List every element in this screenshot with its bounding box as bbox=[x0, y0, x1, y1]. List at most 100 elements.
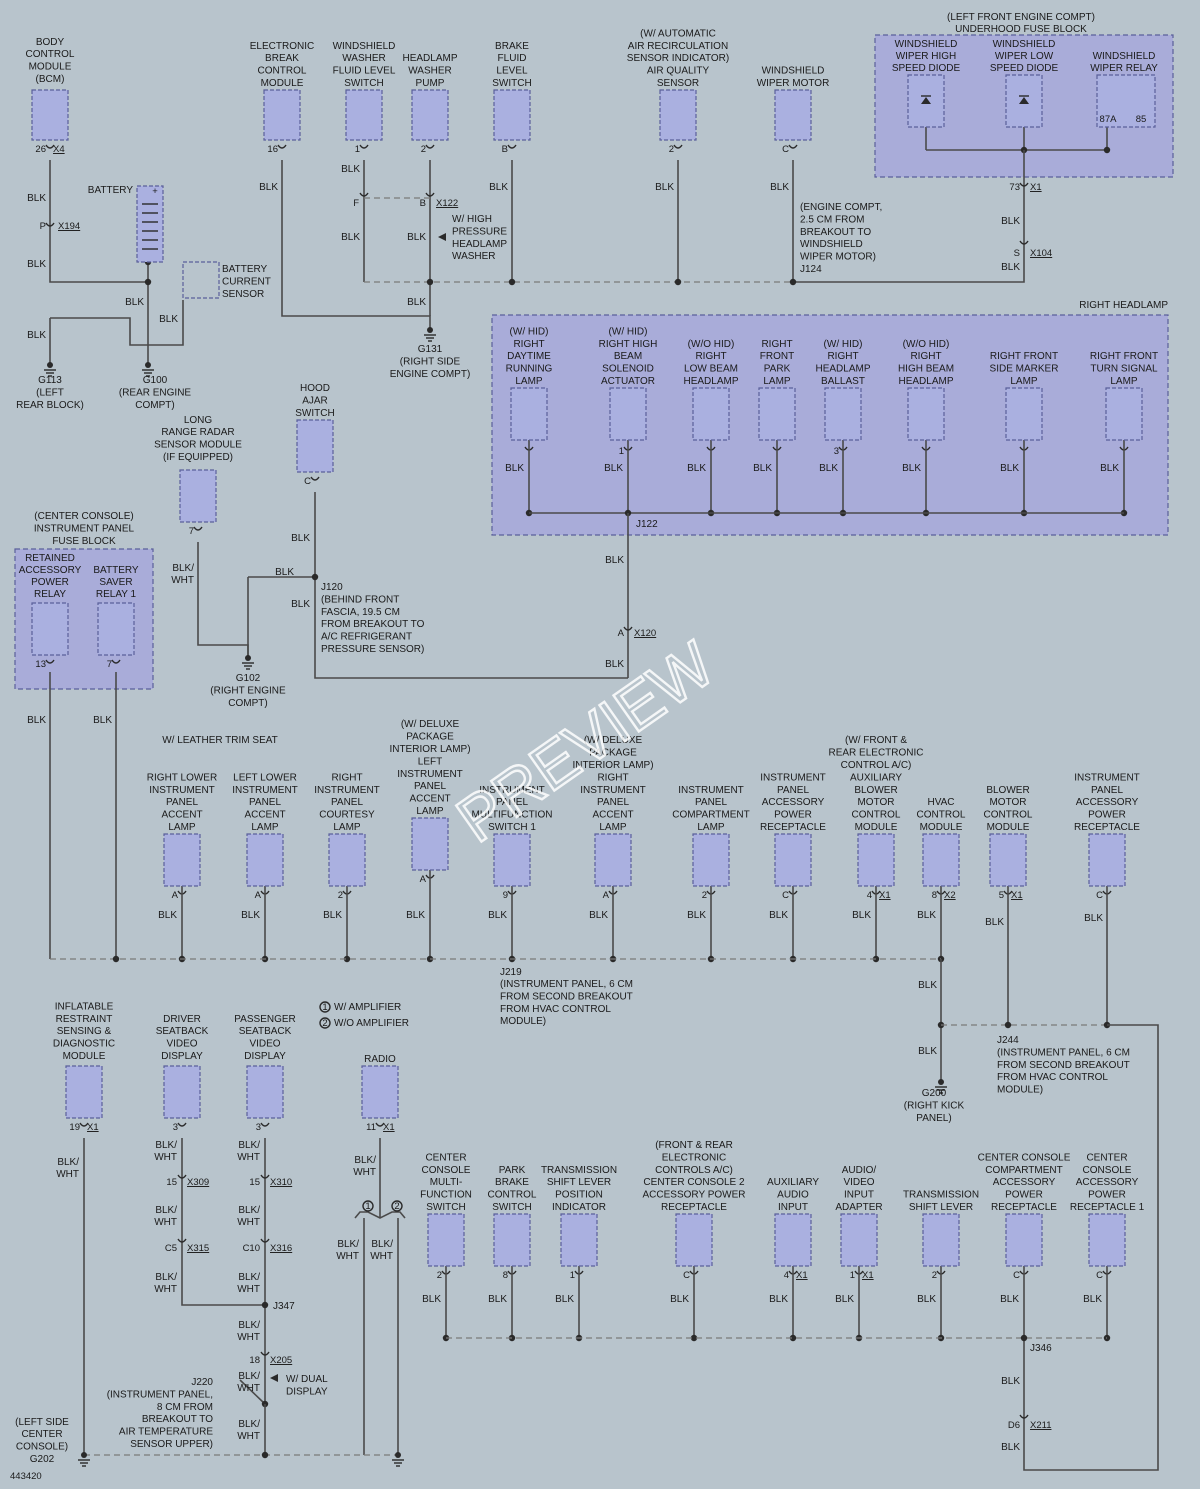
connector-mark bbox=[111, 659, 121, 664]
component-label-dsvd: DRIVER bbox=[163, 1014, 201, 1025]
ground-label-g200: PANEL) bbox=[916, 1113, 951, 1124]
components-layer bbox=[31, 74, 1156, 1267]
wire-color-label: BLK bbox=[1000, 463, 1019, 474]
component-label-llip: INSTRUMENT bbox=[232, 785, 298, 796]
component-ipapr bbox=[774, 833, 812, 887]
component-bmcm bbox=[989, 833, 1027, 887]
connector-mark bbox=[177, 1174, 187, 1179]
component-label-hl2: (W/ HID) bbox=[609, 326, 648, 337]
component-label-wwr: WINDSHIELD bbox=[1093, 51, 1156, 62]
component-bfl bbox=[493, 89, 531, 141]
pin-label: 3 bbox=[256, 1122, 261, 1133]
splice-label-j219: (INSTRUMENT PANEL, 6 CM bbox=[500, 979, 633, 990]
component-label-pbcs: CONTROL bbox=[488, 1190, 537, 1201]
component-label-avia: INPUT bbox=[844, 1190, 874, 1201]
component-label-irsdm: INFLATABLE bbox=[55, 1001, 114, 1012]
component-label-hl2: ACTUATOR bbox=[601, 376, 655, 387]
splice-label-j346: J346 bbox=[1030, 1343, 1052, 1354]
component-label-rapr: RELAY bbox=[34, 589, 66, 600]
wire-color-label: WHT bbox=[237, 1217, 260, 1228]
connector-label: X1 bbox=[383, 1122, 395, 1133]
wire-color-label: BLK/ bbox=[238, 1272, 260, 1283]
hp-washer-label: WASHER bbox=[452, 251, 496, 262]
block-label-headlamp: RIGHT HEADLAMP bbox=[1079, 300, 1168, 311]
pin-label: C bbox=[683, 1270, 690, 1281]
component-label-rlip: RIGHT LOWER bbox=[147, 772, 217, 783]
splice-node bbox=[261, 1301, 269, 1309]
splice-label-j219: MODULE) bbox=[500, 1016, 546, 1027]
connector-mark bbox=[623, 626, 633, 631]
connector-label: X310 bbox=[270, 1177, 292, 1188]
component-label-bfl: SWITCH bbox=[492, 78, 531, 89]
splice-node bbox=[789, 278, 797, 286]
component-label-hl6: HEADLAMP bbox=[898, 376, 953, 387]
wire-color-label: BLK bbox=[27, 193, 46, 204]
component-label-aqs: SENSOR INDICATOR) bbox=[627, 53, 729, 64]
splice-label-j220: AIR TEMPERATURE bbox=[119, 1427, 213, 1438]
ground-label-g113: (LEFT bbox=[36, 388, 64, 399]
connector-mark bbox=[260, 1238, 270, 1243]
component-label-lipa: PACKAGE bbox=[406, 732, 454, 743]
splice-label-j120: (BEHIND FRONT bbox=[321, 594, 399, 605]
connector-label: X1 bbox=[87, 1122, 99, 1133]
wire bbox=[281, 160, 431, 330]
wire-color-label: BLK bbox=[917, 1294, 936, 1305]
wire-color-label: BLK/ bbox=[371, 1239, 393, 1250]
component-label-wwr: WIPER RELAY bbox=[1090, 63, 1158, 74]
wire-color-label: WHT bbox=[336, 1251, 359, 1262]
component-battery-sensor bbox=[182, 261, 220, 299]
wire-color-label: BLK bbox=[589, 910, 608, 921]
component-label-ccapr1: POWER bbox=[1088, 1190, 1126, 1201]
component-label-lipa: LEFT bbox=[418, 756, 442, 767]
component-psvd bbox=[246, 1065, 284, 1119]
wire-color-label: WHT bbox=[154, 1284, 177, 1295]
connector-label: X194 bbox=[58, 221, 80, 232]
wire-color-label: BLK/ bbox=[57, 1157, 79, 1168]
splice-label-j120: A/C REFRIGERANT bbox=[321, 632, 412, 643]
component-hl7 bbox=[1005, 387, 1043, 441]
component-label-bmcm: BLOWER bbox=[986, 785, 1029, 796]
component-label-pbcs: PARK bbox=[499, 1165, 526, 1176]
component-label-lrr: LONG bbox=[184, 415, 213, 426]
component-label-bmcm: MODULE bbox=[987, 822, 1030, 833]
connector-mark bbox=[260, 1122, 270, 1127]
component-label-hl2: BEAM bbox=[614, 351, 642, 362]
component-hwp bbox=[411, 89, 449, 141]
legend-number: 1 bbox=[322, 1002, 327, 1013]
component-label-hwp: WASHER bbox=[408, 66, 452, 77]
pin-label: 1 bbox=[619, 446, 624, 457]
wire-color-label: BLK bbox=[407, 297, 426, 308]
component-label-hl5: RIGHT bbox=[827, 351, 858, 362]
pin-label: C bbox=[304, 476, 311, 487]
wire-color-label: BLK bbox=[1001, 216, 1020, 227]
component-avia bbox=[840, 1213, 878, 1267]
connector-mark bbox=[375, 1122, 385, 1127]
component-label-hl5: HEADLAMP bbox=[815, 364, 870, 375]
ground-label-g202: CONSOLE) bbox=[16, 1442, 68, 1453]
splice-label-j244: MODULE) bbox=[997, 1085, 1043, 1096]
battery-sensor-label: SENSOR bbox=[222, 289, 264, 300]
component-label-hvac: MODULE bbox=[920, 822, 963, 833]
component-lrr bbox=[179, 469, 217, 523]
splice-label-j220: SENSOR UPPER) bbox=[130, 1439, 213, 1450]
component-label-pbcs: BRAKE bbox=[495, 1177, 529, 1188]
component-ipmfs bbox=[493, 833, 531, 887]
pin-label: C bbox=[1013, 1270, 1020, 1281]
component-has bbox=[296, 419, 334, 473]
pin-label: C bbox=[782, 890, 789, 901]
pin-label: 19 bbox=[69, 1122, 80, 1133]
wire-color-label: BLK bbox=[407, 232, 426, 243]
component-label-has: SWITCH bbox=[295, 408, 334, 419]
connector-mark bbox=[359, 144, 369, 149]
wire-color-label: BLK bbox=[406, 910, 425, 921]
component-label-avia: ADAPTER bbox=[835, 1202, 882, 1213]
ground-label-g202: G202 bbox=[30, 1454, 55, 1465]
component-label-bcm: MODULE bbox=[29, 62, 72, 73]
pin-label: D6 bbox=[1008, 1420, 1020, 1431]
component-label-llip: LEFT LOWER bbox=[233, 772, 297, 783]
component-aai bbox=[774, 1213, 812, 1267]
splice-node bbox=[1020, 1334, 1028, 1342]
leather-trim-label: W/ LEATHER TRIM SEAT bbox=[162, 735, 278, 746]
pin-label: S bbox=[1014, 248, 1020, 259]
splice-node bbox=[426, 278, 434, 286]
